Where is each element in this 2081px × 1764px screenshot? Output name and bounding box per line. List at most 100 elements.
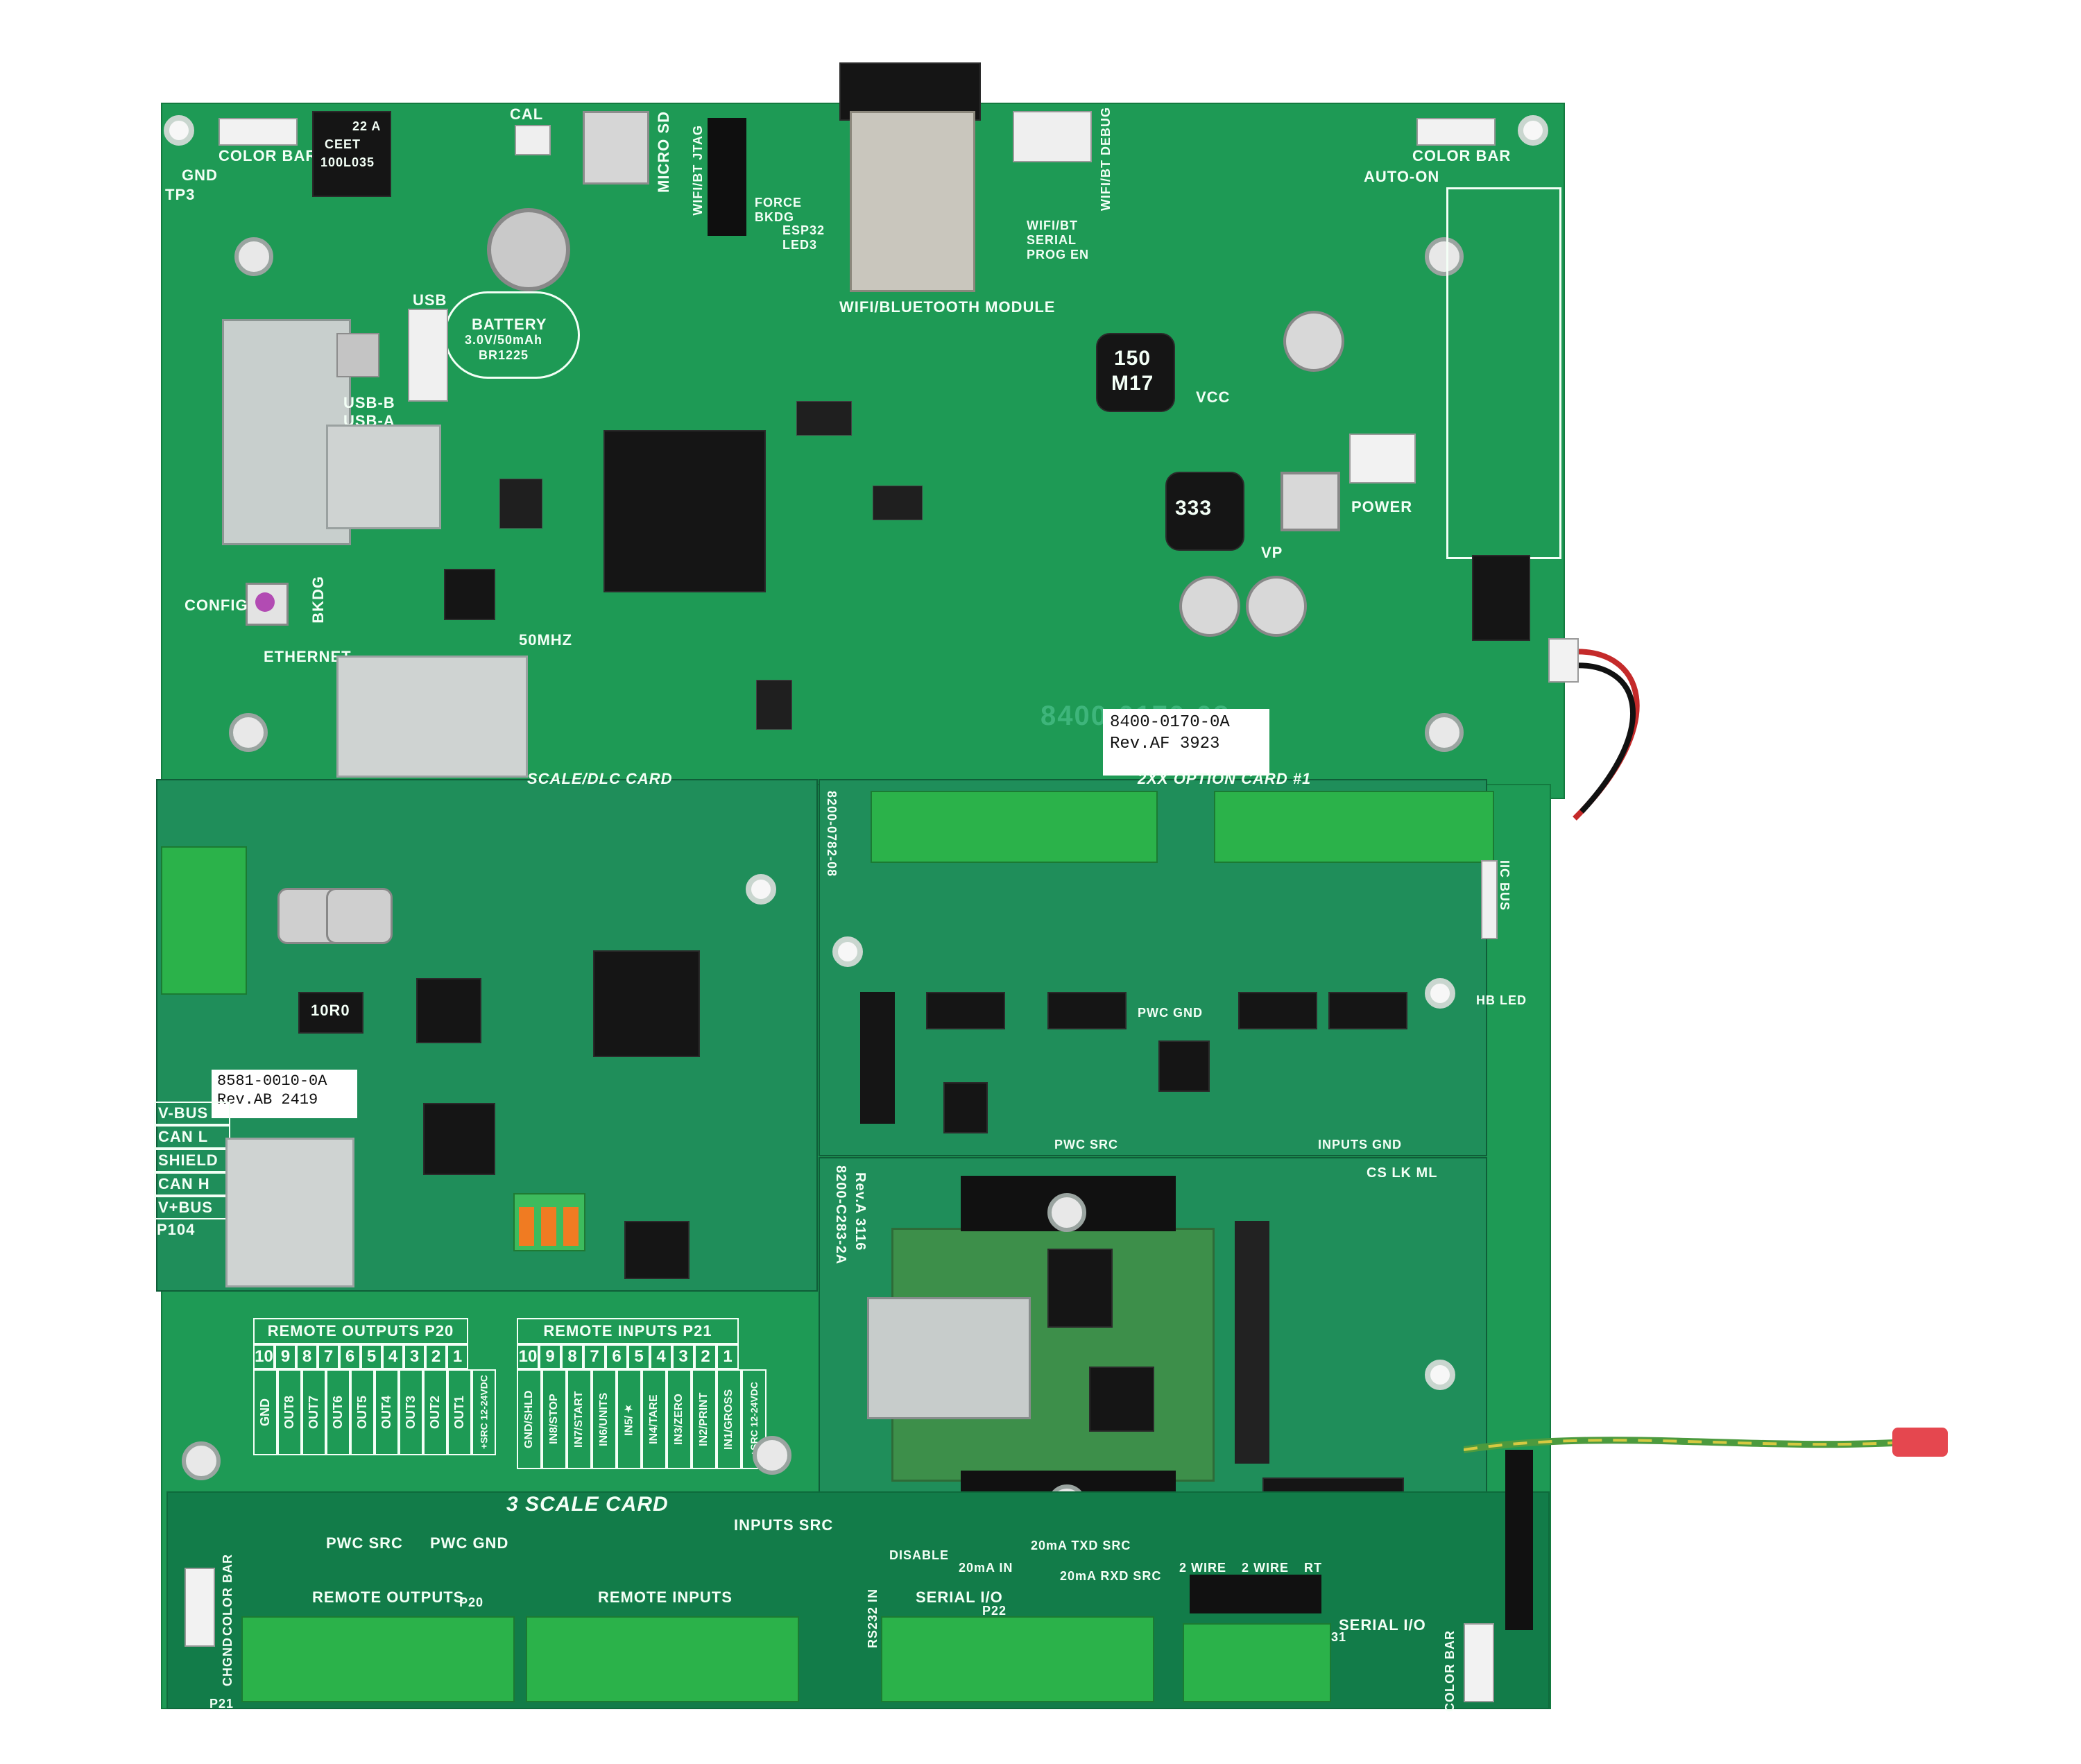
micro-sd-slot[interactable] [583,111,649,185]
usb-header[interactable] [408,309,448,402]
cal-connector[interactable] [515,125,551,155]
can-footer: P104 [157,1221,196,1238]
color-bar-label: COLOR BAR [1412,147,1511,164]
label-cell: OUT2 [423,1369,447,1455]
option-terminal-block[interactable] [1214,791,1494,863]
label-cell: GND/SHLD [517,1369,542,1469]
can-row: V+BUS [154,1196,230,1219]
option-card-2-rev: Rev.A 3116 [853,1172,868,1251]
label-cell: IN3/ZERO [667,1369,692,1469]
mount-screw [1425,237,1464,276]
can-row: CAN H [154,1172,230,1196]
buzzer-text: CEET [325,137,361,151]
power-connector[interactable] [1349,434,1416,483]
lower-screw [753,1436,791,1475]
num-cell: 10 [517,1344,539,1369]
option-mount-hole [1425,978,1455,1009]
ethernet-port[interactable] [336,656,528,778]
color-bar-connector[interactable] [219,118,298,146]
rt-label: RT [1304,1561,1322,1575]
num-cell: 10 [253,1344,275,1369]
remote-inputs-terminal[interactable] [526,1616,799,1702]
inductor-label: 150 [1114,347,1151,370]
gnd-label: GND [182,166,218,184]
micro-sd-label: MICRO SD [655,111,672,193]
wifi-debug-connector[interactable] [1013,111,1092,162]
battery-spec: 3.0V/50mAh [465,333,543,347]
wifi-jtag-header[interactable] [708,118,746,236]
pwc-src-label: PWC SRC [326,1534,403,1552]
card-ethernet-port[interactable] [225,1138,354,1287]
three-scale-card-label: 3 SCALE CARD [506,1493,669,1516]
iic-connector[interactable] [1481,860,1498,939]
option-chip [1158,1041,1210,1092]
option2-mount-hole [1425,1360,1455,1390]
chip [796,401,852,436]
inputs-gnd-label: INPUTS GND [1318,1138,1403,1151]
color-bar-connector[interactable] [185,1568,215,1647]
battery-spec: BR1225 [479,348,529,362]
serial-io-label: SERIAL I/O [1339,1616,1426,1634]
wire-harness [1567,649,1640,821]
color-bar-connector[interactable] [1416,118,1496,146]
card-chip [624,1221,690,1279]
mount-screw [1425,713,1464,752]
option-terminal-block[interactable] [871,791,1158,863]
can-terminal-block[interactable] [161,846,247,995]
num-cell: 5 [628,1344,650,1369]
wifi-debug-label: WIFI/BT DEBUG [1099,107,1113,211]
num-cell: 1 [447,1344,468,1369]
bkdg-label: BKDG [309,576,327,624]
label-cell: OUT4 [375,1369,399,1455]
remote-outputs-numbers: 10 9 8 7 6 5 4 3 2 1 [253,1344,468,1369]
serial-io-terminal[interactable] [881,1616,1154,1702]
num-cell: 8 [296,1344,318,1369]
color-bar-connector[interactable] [1464,1623,1494,1702]
option2-part: 8200-0782-08 [825,791,839,877]
inductor-coil [326,888,393,944]
remote-outputs-terminal[interactable] [241,1616,515,1702]
remote-outputs-labels: GND OUT8 OUT7 OUT6 OUT5 OUT4 OUT3 OUT2 O… [253,1369,496,1455]
option-header[interactable] [860,992,895,1124]
chip [499,479,542,529]
usb-b-port[interactable] [336,333,379,377]
serial-io-terminal[interactable] [1183,1623,1331,1702]
label-cell: IN2/PRINT [692,1369,717,1469]
label-cell: IN4/TARE [642,1369,667,1469]
usb-label: USB [413,291,447,309]
jumper-header[interactable] [1505,1450,1533,1630]
orange-lever[interactable] [541,1207,556,1246]
main-sticker: 8400-0170-0A Rev.AF 3923 [1103,709,1269,776]
mount-hole [164,115,194,146]
orange-lever[interactable] [519,1207,534,1246]
option-card-2-part: 8200-C283-2A [833,1165,848,1265]
module-chip [1047,1249,1113,1328]
20ma-rxd-label: 20mA RXD SRC [1060,1569,1162,1583]
rs232-label: RS232 IN [866,1589,880,1649]
jumper-header[interactable] [1190,1575,1321,1613]
inductor-chip [298,992,363,1034]
power-label: POWER [1351,498,1413,515]
inductor [1165,472,1244,551]
config-button-cap[interactable] [255,592,275,612]
p21-label: P21 [209,1697,234,1711]
label-cell: OUT5 [350,1369,375,1455]
orange-lever[interactable] [563,1207,579,1246]
can-row: CAN L [154,1125,230,1149]
usb-a-port[interactable] [326,425,441,529]
remote-inputs-table: REMOTE INPUTS P21 10 9 8 7 6 5 4 3 2 1 G… [517,1318,767,1469]
battery-label: BATTERY [472,316,547,333]
hb-led-label: HB LED [1476,993,1527,1007]
remote-outputs-title: REMOTE OUTPUTS P20 [253,1318,468,1344]
label-cell: OUT6 [326,1369,350,1455]
num-cell: 6 [339,1344,361,1369]
num-cell: 7 [318,1344,339,1369]
inductor-chip-label: 10R0 [311,1002,350,1019]
remote-inputs-label: REMOTE INPUTS [598,1589,733,1606]
20ma-in-label: 20mA IN [959,1561,1013,1575]
label-cell: OUT8 [277,1369,302,1455]
option-mount-hole [832,936,863,967]
card-mcu [593,950,700,1057]
config-button[interactable] [246,583,289,626]
vcc-label: VCC [1196,388,1231,406]
